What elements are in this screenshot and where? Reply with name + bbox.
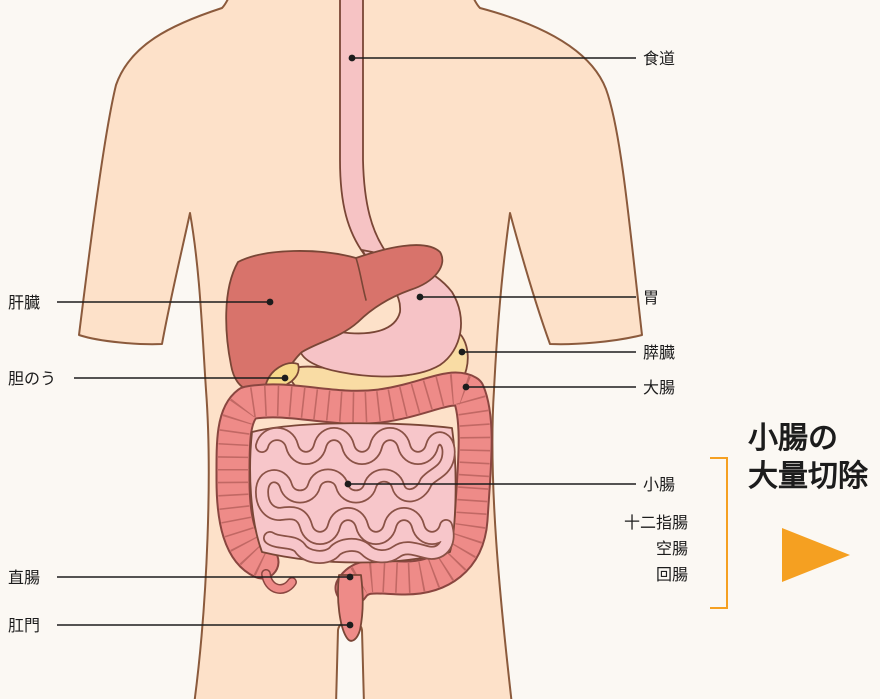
small-intestine — [250, 423, 455, 562]
label-esophagus: 食道 — [643, 50, 675, 68]
leader-dot-gallbladder — [282, 375, 289, 382]
label-stomach: 胃 — [643, 290, 659, 307]
label-gallbladder: 胆のう — [8, 370, 56, 388]
label-small-intestine: 小腸 — [643, 476, 675, 494]
label-rectum: 直腸 — [8, 569, 40, 587]
label-jejunum: 空腸 — [656, 540, 688, 558]
callout-line-2: 大量切除 — [748, 459, 869, 493]
leader-dot-esophagus — [349, 55, 356, 62]
callout-line-1: 小腸の — [748, 422, 838, 455]
leader-dot-stomach — [417, 294, 424, 301]
leader-dot-rectum — [347, 574, 354, 581]
label-ileum: 回腸 — [656, 567, 688, 584]
label-large-intestine: 大腸 — [643, 379, 675, 397]
leader-dot-liver — [267, 299, 274, 306]
leader-dot-small-intestine — [345, 481, 352, 488]
leader-dot-pancreas — [459, 349, 466, 356]
label-anus: 肛門 — [8, 617, 40, 635]
leader-dot-large-intestine — [463, 384, 470, 391]
label-duodenum: 十二指腸 — [624, 514, 688, 532]
label-liver: 肝臓 — [8, 294, 40, 312]
leader-dot-anus — [347, 622, 354, 629]
label-pancreas: 膵臓 — [643, 344, 675, 362]
